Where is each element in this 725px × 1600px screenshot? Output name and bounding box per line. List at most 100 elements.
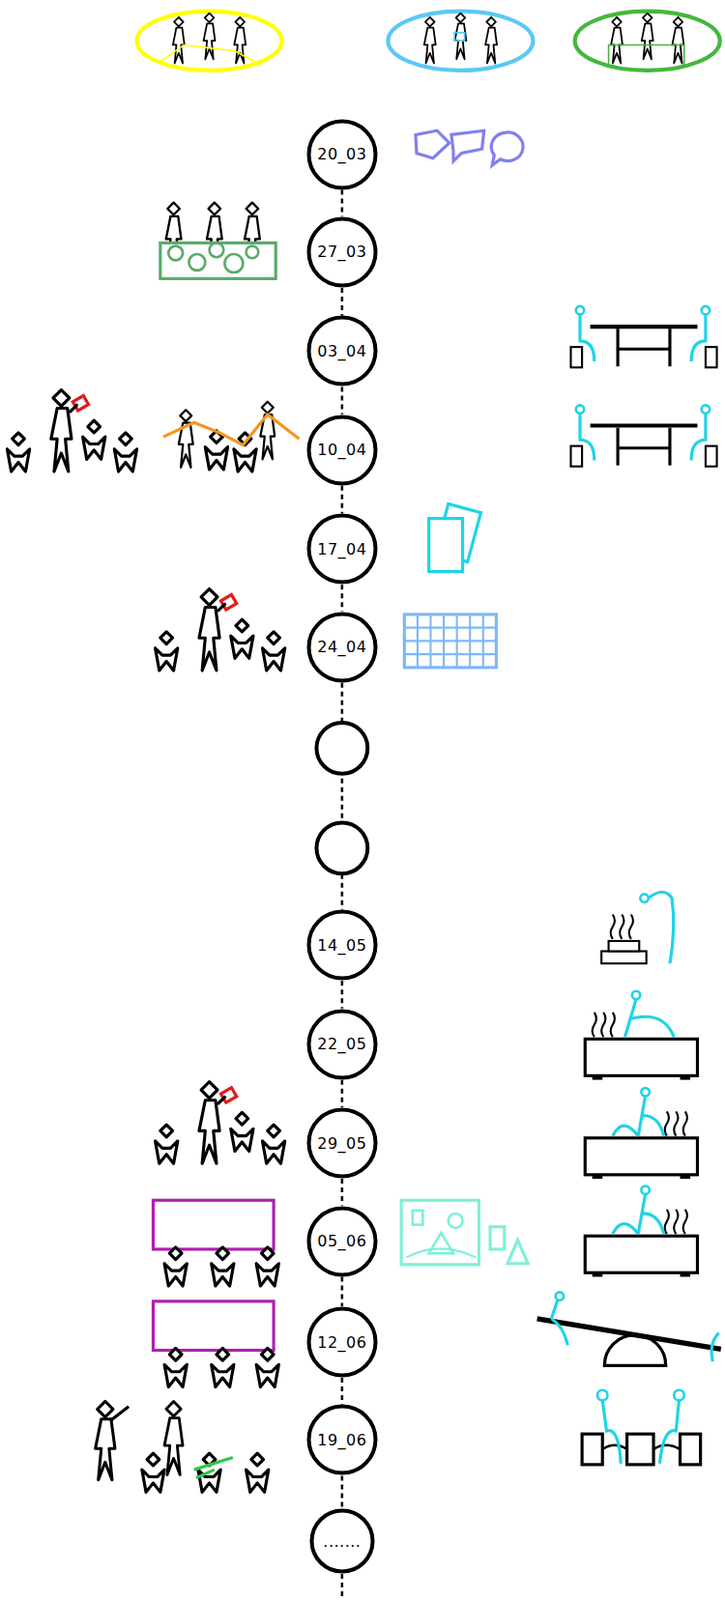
adult-figure bbox=[641, 13, 654, 60]
green-circle bbox=[188, 254, 205, 271]
figure-head bbox=[97, 1401, 114, 1418]
figure-body bbox=[199, 1101, 220, 1164]
planter-foot bbox=[680, 1175, 692, 1180]
seated-figure-head bbox=[701, 405, 710, 413]
picture-shape bbox=[448, 1214, 464, 1229]
figure-body bbox=[114, 449, 137, 472]
seated-figure-head bbox=[673, 1391, 685, 1402]
child-figure bbox=[83, 420, 106, 460]
seated-figure-body bbox=[580, 314, 595, 362]
planter-box bbox=[584, 1039, 697, 1076]
chair bbox=[570, 347, 582, 368]
date-circle: 05_06 bbox=[306, 1206, 378, 1278]
circle-shape bbox=[308, 516, 376, 583]
circle-shape bbox=[308, 218, 376, 286]
plant-stem bbox=[610, 914, 615, 939]
gardener-arm bbox=[612, 1126, 638, 1137]
circle-shape bbox=[308, 1011, 376, 1078]
table-top bbox=[590, 324, 698, 329]
child-figure bbox=[211, 1348, 234, 1388]
grid-line bbox=[404, 627, 496, 630]
group-ellipse bbox=[387, 11, 533, 71]
seated-figure-body bbox=[691, 413, 706, 462]
figure-body bbox=[6, 449, 29, 472]
gardener-body bbox=[638, 1097, 664, 1137]
green-circle bbox=[209, 242, 225, 258]
date-label: 24_04 bbox=[317, 638, 367, 657]
date-circle: 03_04 bbox=[306, 315, 378, 387]
plant-stem bbox=[683, 1111, 688, 1136]
adult-figure bbox=[173, 17, 185, 64]
seed-tray bbox=[609, 941, 640, 953]
dashed-connector bbox=[341, 1277, 345, 1308]
figure-head bbox=[486, 17, 496, 28]
gardener-body bbox=[638, 1194, 664, 1235]
dashed-tail bbox=[341, 1574, 345, 1600]
plant-stem bbox=[601, 1013, 606, 1038]
child-figure bbox=[114, 433, 137, 472]
child-figure bbox=[256, 1247, 279, 1287]
circle-shape bbox=[308, 912, 376, 980]
planter-foot bbox=[592, 1175, 604, 1180]
ellipse-detail bbox=[454, 32, 465, 41]
figure-body bbox=[51, 408, 72, 472]
child-figure bbox=[246, 1453, 269, 1493]
date-label: 29_05 bbox=[317, 1134, 367, 1154]
dashed-connector bbox=[341, 288, 345, 316]
picture-shape bbox=[406, 1248, 476, 1258]
adult-figure bbox=[199, 1082, 220, 1165]
dashed-connector bbox=[341, 1476, 345, 1509]
screen-frame bbox=[152, 1200, 274, 1250]
picture-frame bbox=[401, 1200, 479, 1266]
seesaw-rider-body bbox=[551, 1301, 568, 1346]
child-figure bbox=[231, 1112, 254, 1152]
date-circle: 20_03 bbox=[306, 118, 378, 191]
date-circle: 22_05 bbox=[306, 1009, 378, 1081]
card bbox=[429, 519, 464, 573]
figure-body bbox=[142, 1470, 165, 1493]
adult-figure bbox=[178, 409, 194, 468]
calendar-grid bbox=[404, 614, 496, 668]
grid-line bbox=[404, 653, 496, 656]
seated-figure-body bbox=[602, 1400, 621, 1464]
figure-arm bbox=[217, 1097, 226, 1105]
adult-figure bbox=[95, 1401, 116, 1480]
figure-body bbox=[261, 648, 285, 671]
adult-figure bbox=[199, 589, 220, 672]
dashed-connector bbox=[341, 386, 345, 414]
dashed-connector bbox=[341, 1378, 345, 1405]
child-figure bbox=[233, 433, 257, 472]
date-label: 27_03 bbox=[317, 242, 367, 261]
figure-body bbox=[155, 648, 178, 671]
adult-figure bbox=[51, 390, 72, 473]
circle-shape bbox=[308, 1407, 376, 1475]
figure-head bbox=[235, 1112, 249, 1126]
green-circle bbox=[224, 254, 243, 273]
green-circle bbox=[168, 246, 183, 261]
child-figure bbox=[231, 619, 254, 659]
plant-stem bbox=[592, 1013, 597, 1038]
figure-body bbox=[231, 636, 254, 659]
figure-body bbox=[164, 1364, 187, 1388]
screen-frame bbox=[152, 1302, 274, 1352]
date-label: 22_05 bbox=[317, 1035, 367, 1054]
plant-stem bbox=[619, 914, 624, 939]
figure-head bbox=[261, 402, 274, 414]
seesaw-rider-head bbox=[555, 1292, 564, 1301]
figure-head bbox=[425, 17, 435, 28]
figure-head bbox=[235, 619, 249, 633]
grid-frame bbox=[404, 614, 496, 668]
figure-body bbox=[204, 447, 228, 470]
figure-head bbox=[216, 1348, 230, 1362]
gardener-head bbox=[640, 1088, 649, 1097]
date-circle: 12_06 bbox=[306, 1306, 378, 1379]
date-circle: 14_05 bbox=[306, 909, 378, 982]
date-circle: 10_04 bbox=[306, 414, 378, 487]
gardener-head bbox=[632, 991, 640, 1000]
chair bbox=[705, 446, 718, 467]
circle-shape bbox=[311, 1511, 373, 1573]
figure-body bbox=[211, 1264, 234, 1287]
gardener-body bbox=[624, 999, 674, 1038]
